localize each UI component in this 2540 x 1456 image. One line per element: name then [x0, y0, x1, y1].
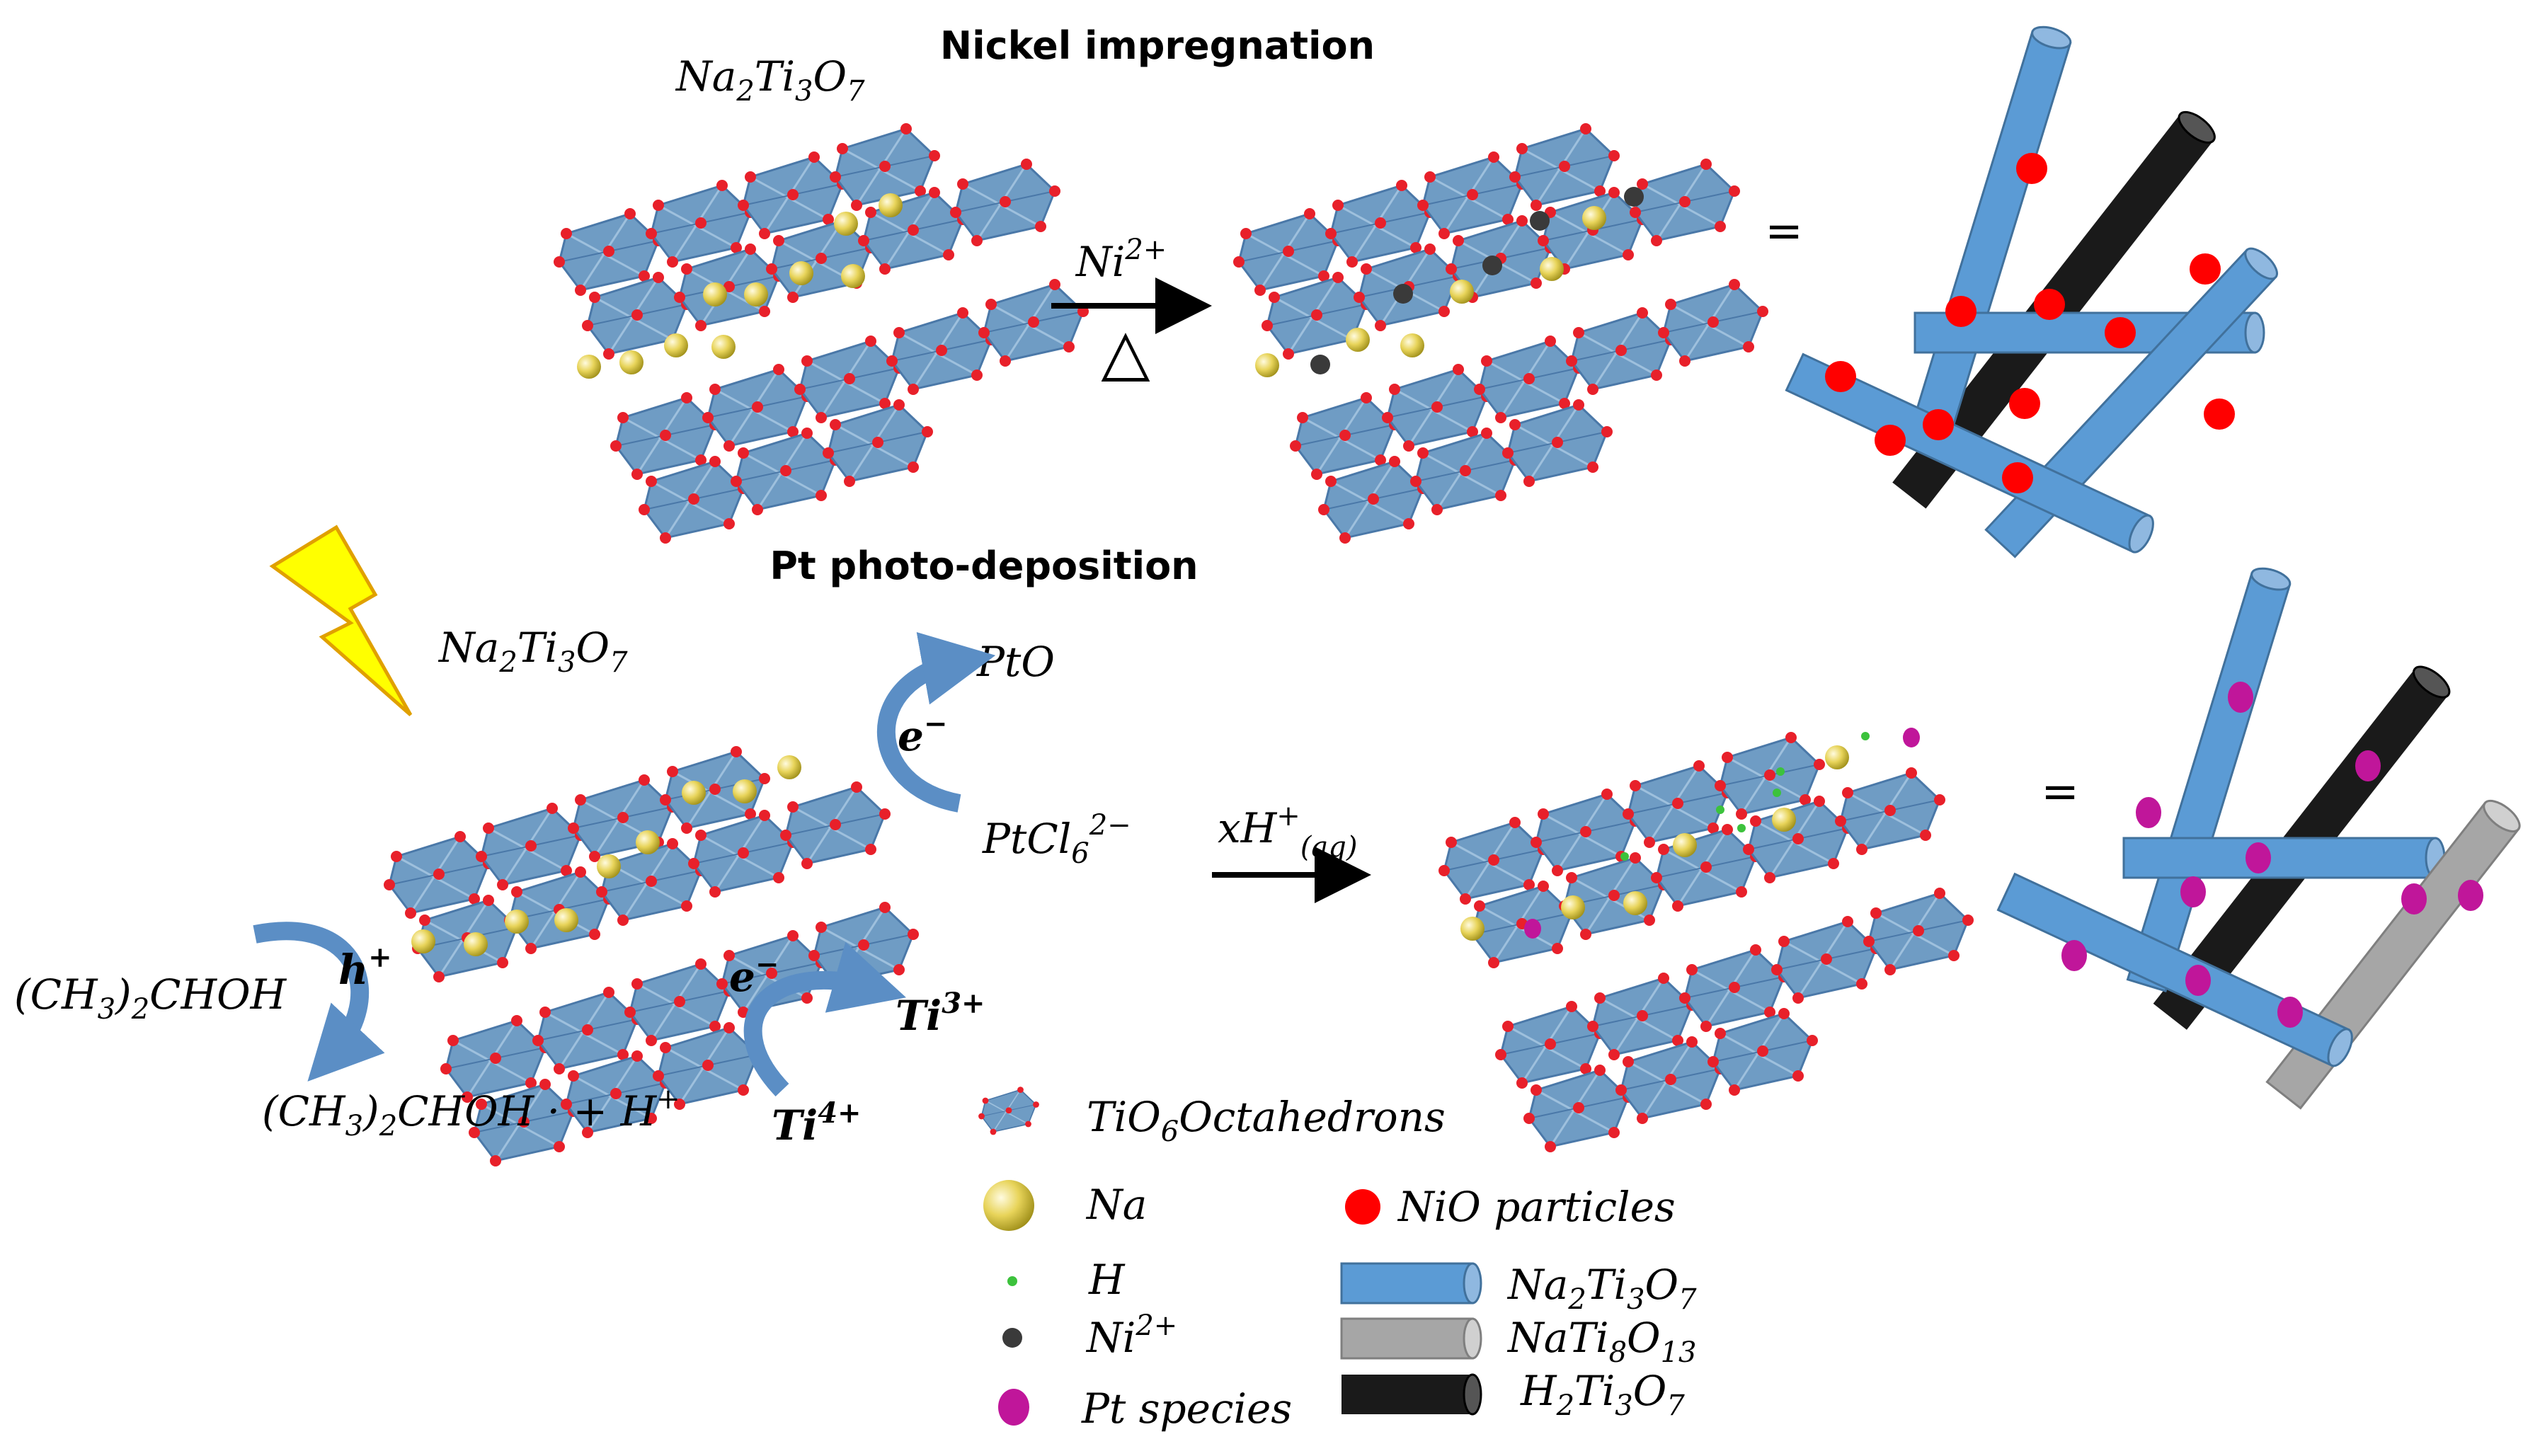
nio-decorated-nanotubes [1785, 25, 2278, 558]
nickel-impregnation-title: Nickel impregnation [940, 23, 1375, 68]
na2ti3o7-top-label: Na2Ti3O7 [675, 52, 865, 108]
isopropanol-radical-label: (CH3)2CHOH · + H+ [262, 1083, 680, 1142]
legend-octahedron-swatch [978, 1086, 1040, 1136]
legend-h-swatch [1007, 1276, 1017, 1286]
electron-label-bottom: e− [729, 948, 779, 1001]
legend-octahedron-label: TiO6Octahedrons [1087, 1093, 1446, 1148]
na2ti3o7-bottom-label: Na2Ti3O7 [437, 624, 628, 679]
legend-black-rod-swatch [1341, 1373, 1482, 1416]
blue-rod-1 [2126, 567, 2292, 992]
ti-reduction-curved-arrow [743, 941, 907, 1096]
blue-rod-3 [1996, 872, 2353, 1067]
acid-reagent-label: xH+(aq) [1218, 800, 1357, 864]
legend-nati8o13-label: NaTi8O13 [1506, 1314, 1697, 1369]
pt-species [1524, 728, 1920, 939]
legend-blue-rod-swatch [1340, 1262, 1482, 1305]
pt-reduction-curved-arrow [877, 632, 996, 813]
hole-oxidation-curved-arrow [253, 922, 385, 1082]
equals-sign-top: = [1765, 205, 1803, 258]
isopropanol-label: (CH3)2CHOH [14, 970, 287, 1026]
ti4plus-label: Ti4+ [772, 1096, 862, 1150]
pt-species-on-rods [2061, 682, 2483, 1028]
legend-ni-swatch [1002, 1328, 1022, 1348]
hydrogen-ions [1620, 732, 1870, 861]
na2ti3o7-crystal-pristine [554, 123, 1089, 544]
electron-label-top: e− [898, 707, 947, 760]
legend-na-swatch [983, 1180, 1034, 1231]
ni2plus-reagent-label: Ni2+ [1075, 234, 1167, 286]
blue-rod-2 [2122, 837, 2446, 879]
legend-pt-label: Pt species [1081, 1385, 1292, 1433]
pt-decorated-nanotubes [1996, 567, 2521, 1110]
legend-h2ti3o7-label: H2Ti3O7 [1520, 1367, 1685, 1422]
heat-triangle-symbol: △ [1101, 315, 1150, 389]
pto-label: PtO [976, 638, 1055, 686]
nio-particles [1825, 153, 2235, 493]
ni-impregnated-crystal [1233, 123, 1768, 544]
legend-h-label: H [1088, 1256, 1126, 1304]
nickel-ions [1310, 187, 1644, 374]
legend-na-label: Na [1085, 1181, 1147, 1229]
light-irradiation-icon [269, 524, 413, 716]
legend-nio-swatch [1345, 1189, 1380, 1225]
legend-nio-label: NiO particles [1397, 1183, 1676, 1231]
blue-rod-4 [1785, 352, 2154, 554]
legend-na2ti3o7-label: Na2Ti3O7 [1506, 1261, 1697, 1316]
legend-ni-label: Ni2+ [1085, 1309, 1177, 1362]
legend: TiO6Octahedrons Na H Ni2+ Pt species NiO… [978, 1086, 1697, 1433]
ptcl6-label: PtCl62− [982, 809, 1131, 870]
pt-photo-deposition-title: Pt photo-deposition [770, 544, 1198, 588]
protonated-pt-crystal [1438, 728, 1974, 1152]
ti3plus-label: Ti3+ [896, 987, 985, 1040]
legend-pt-swatch [998, 1389, 1029, 1426]
equals-sign-bottom: = [2041, 766, 2079, 818]
legend-gray-rod-swatch [1340, 1317, 1482, 1360]
hole-label: h+ [338, 941, 392, 994]
